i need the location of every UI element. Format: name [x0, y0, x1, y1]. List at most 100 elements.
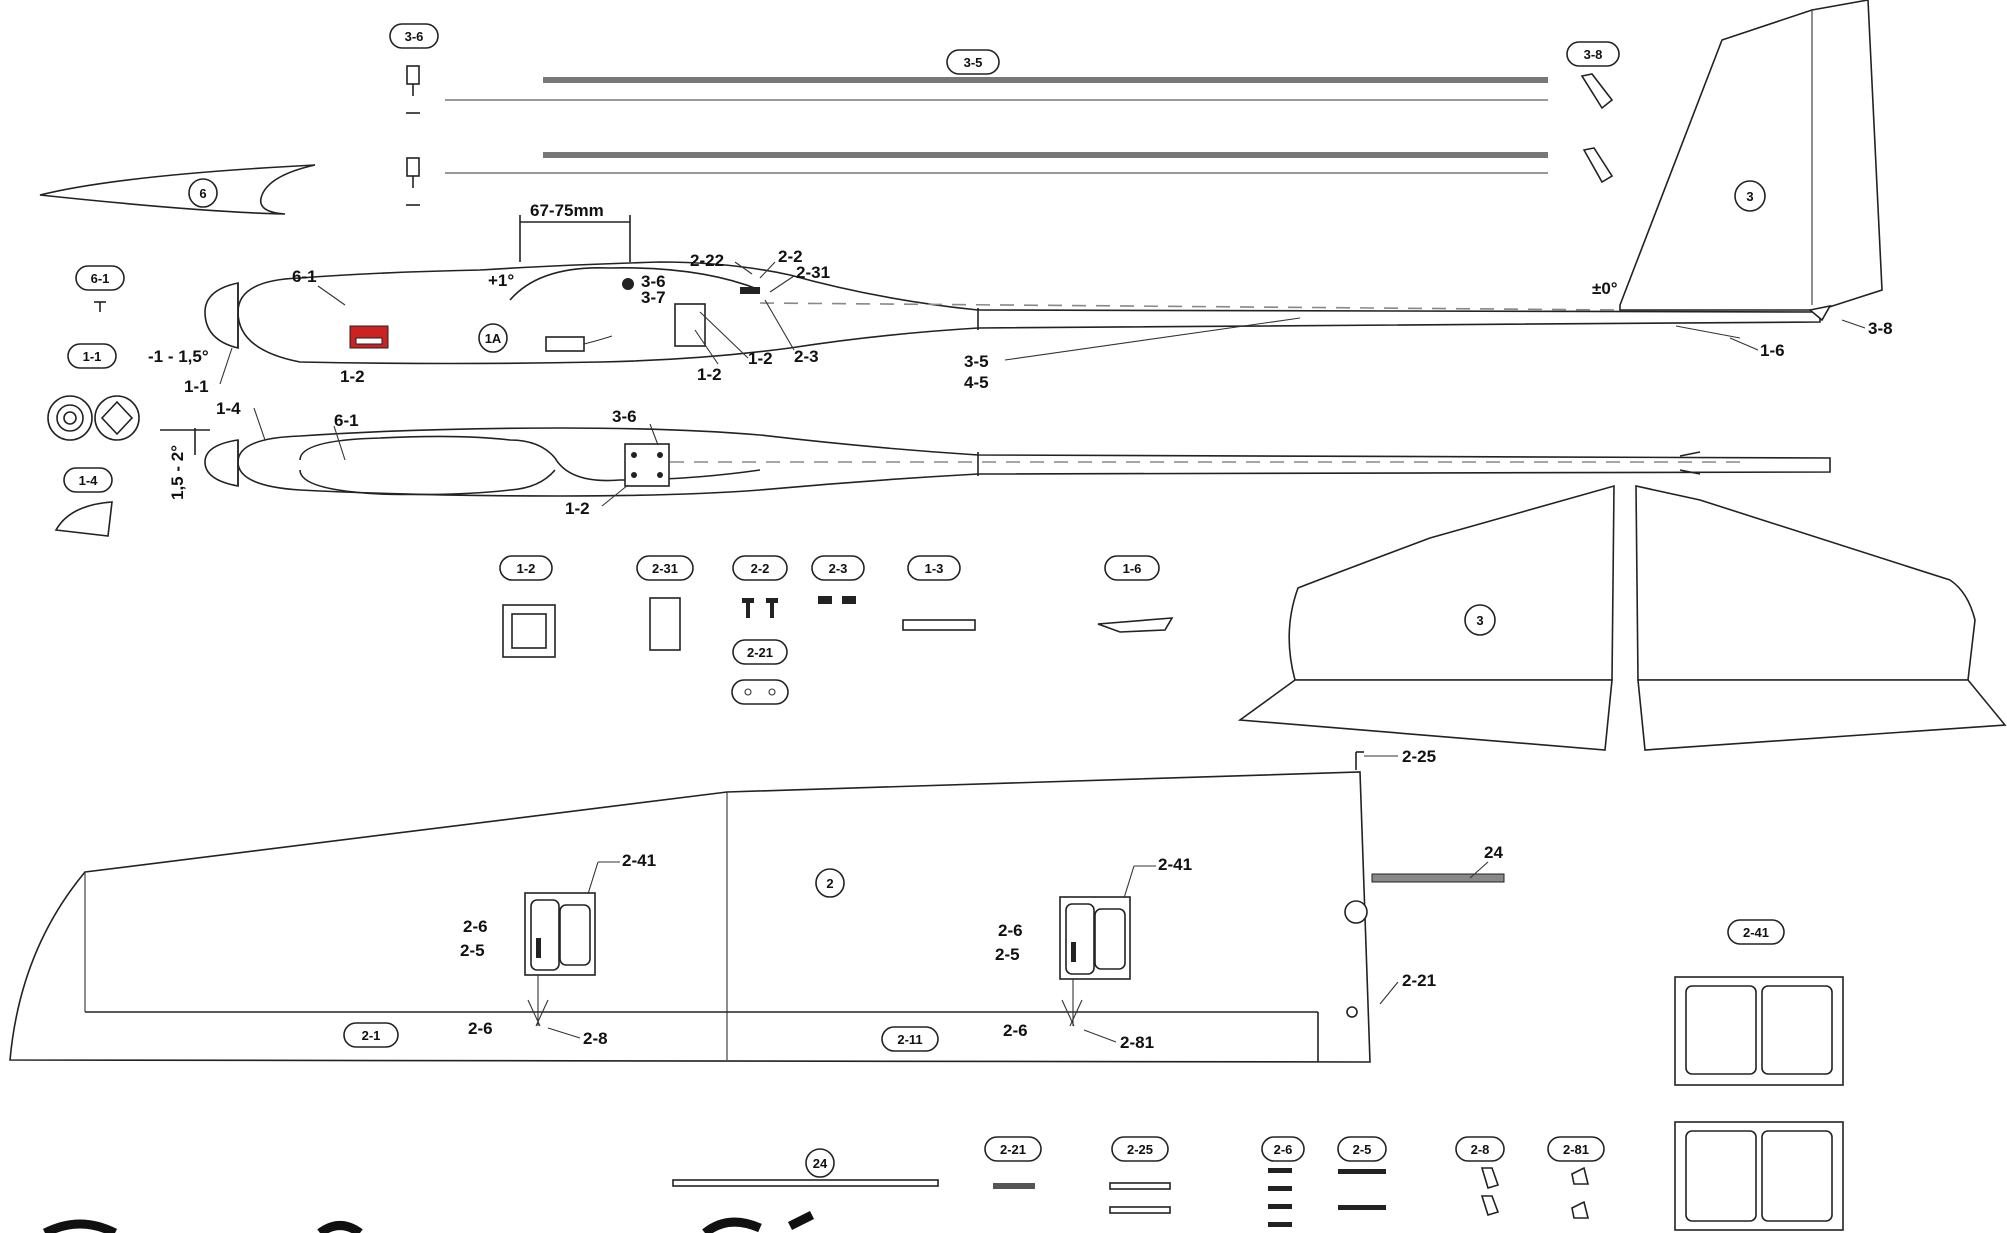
callout: 2-5	[460, 941, 485, 960]
callout: 2-6	[998, 921, 1023, 940]
top-view-callouts: 1,5 - 2° 1-4 6-1 3-6 1-2	[168, 399, 659, 518]
fuselage-top-view	[160, 427, 1831, 497]
canopy-part: 6	[39, 164, 316, 215]
nose-angle-label: -1 - 1,5°	[148, 347, 209, 366]
callout: 6-1	[292, 267, 317, 286]
bottom-title-fragments	[42, 1210, 815, 1233]
callout: 3-7	[641, 288, 666, 307]
callout: 2-25	[1402, 747, 1436, 766]
part-pill-2-81: 2-81	[1547, 1136, 1605, 1219]
callout: 2-22	[690, 251, 724, 270]
cg-range-label: 67-75mm	[530, 201, 604, 220]
part-id: 3-8	[1584, 47, 1603, 62]
callout: 1-4	[216, 399, 241, 418]
part-pill-2-41: 2-41	[1674, 919, 1844, 1231]
part-pill-2-11: 2-11	[881, 1026, 939, 1052]
callout: 2-2	[778, 247, 803, 266]
part-id: 3	[1476, 613, 1483, 628]
callout: 2-3	[794, 347, 819, 366]
part-id: 6	[199, 186, 206, 201]
part-pill-2-1: 2-1	[343, 1022, 399, 1048]
callout: 2-6	[463, 917, 488, 936]
pushrod-group	[406, 65, 1614, 206]
part-pill-2-3: 2-3	[811, 555, 865, 604]
callout: 2-21	[1402, 971, 1436, 990]
callout: 3-5	[964, 352, 989, 371]
callout: 2-31	[796, 263, 830, 282]
part-pill-3-5: 3-5	[946, 49, 1000, 75]
part-pill-1-2: 1-2	[499, 555, 556, 658]
part-id: 1-6	[1123, 561, 1142, 576]
part-pill-1-6: 1-6	[1097, 555, 1174, 633]
part-id: 2-5	[1353, 1142, 1372, 1157]
part-pill-24: 24	[672, 1148, 939, 1187]
part-id: 2-3	[829, 561, 848, 576]
callout: 1-2	[748, 349, 773, 368]
wing-incidence-label: +1°	[488, 271, 514, 290]
tail-incidence-label: ±0°	[1592, 279, 1618, 298]
side-angle-label: 1,5 - 2°	[168, 445, 187, 500]
callout: 1-2	[565, 499, 590, 518]
part-id: 2-21	[747, 645, 773, 660]
part-pill-2-25: 2-25	[1109, 1136, 1171, 1214]
callout: 1-2	[340, 367, 365, 386]
part-pill-2-21: 2-21	[731, 639, 789, 705]
part-pill-2-5: 2-5	[1337, 1136, 1387, 1210]
part-id: 2-25	[1127, 1142, 1153, 1157]
callout: 2-8	[583, 1029, 608, 1048]
part-pill-2-21-b: 2-21	[984, 1136, 1042, 1189]
vertical-fin: 3	[1619, 0, 1883, 311]
part-id: 1-4	[79, 473, 99, 488]
spinner-parts	[47, 395, 140, 441]
callout: 3-6	[641, 272, 666, 291]
part-id: 3-5	[964, 55, 983, 70]
wing-callouts: 2-25 24 2-41 2-41 2-6 2-5 2-6 2-8 2-6 2-…	[460, 747, 1503, 1052]
callout: 1-1	[184, 377, 209, 396]
part-pill-1-4: 1-4	[54, 467, 113, 537]
part-id: 2	[826, 876, 833, 891]
part-id: 2-81	[1563, 1142, 1589, 1157]
part-pill-3-6: 3-6	[389, 23, 439, 49]
callout: 2-5	[995, 945, 1020, 964]
part-pill-3-8: 3-8	[1566, 41, 1620, 67]
part-id: 1-1	[83, 349, 102, 364]
callout: 3-8	[1868, 319, 1893, 338]
horizontal-stabilizer: 3	[1237, 484, 2007, 751]
part-id: 2-2	[751, 561, 770, 576]
part-pill-1-1: 1-1	[67, 343, 117, 369]
part-pill-2-6: 2-6	[1261, 1136, 1305, 1227]
callout: 4-5	[964, 373, 989, 392]
part-id: 2-8	[1471, 1142, 1490, 1157]
part-id: 6-1	[91, 271, 110, 286]
callout: 6-1	[334, 411, 359, 430]
part-id: 2-1	[362, 1028, 381, 1043]
callout: 2-6	[1003, 1021, 1028, 1040]
part-id: 2-21	[1000, 1142, 1026, 1157]
part-id: 1-2	[517, 561, 536, 576]
side-view-callouts: 67-75mm +1° ±0° -1 - 1,5° 6-1 1-1 1-2 2-…	[148, 201, 1893, 396]
callout: 2-41	[1158, 855, 1192, 874]
callout: 2-41	[622, 851, 656, 870]
part-id: 2-31	[652, 561, 678, 576]
part-id: 24	[813, 1156, 828, 1171]
callout: 3-6	[612, 407, 637, 426]
callout: 1-6	[1760, 341, 1785, 360]
part-pill-1-3: 1-3	[902, 555, 976, 631]
part-pill-2-8: 2-8	[1455, 1136, 1505, 1216]
callout: 2-81	[1120, 1033, 1154, 1052]
part-pill-6-1: 6-1	[75, 265, 125, 312]
part-id: 3	[1746, 189, 1753, 204]
part-id: 2-6	[1274, 1142, 1293, 1157]
part-id: 3-6	[405, 29, 424, 44]
callout: 2-6	[468, 1019, 493, 1038]
part-id: 2-41	[1743, 925, 1769, 940]
callout: 24	[1484, 843, 1503, 862]
part-id: 1A	[485, 331, 502, 346]
part-pill-2-2: 2-2	[732, 555, 788, 618]
callout: 1-2	[697, 365, 722, 384]
part-pill-2-31: 2-31	[636, 555, 694, 651]
part-id: 1-3	[925, 561, 944, 576]
fuselage-side-view: 1A	[204, 215, 1832, 365]
wing-panel: 2	[9, 751, 1505, 1063]
